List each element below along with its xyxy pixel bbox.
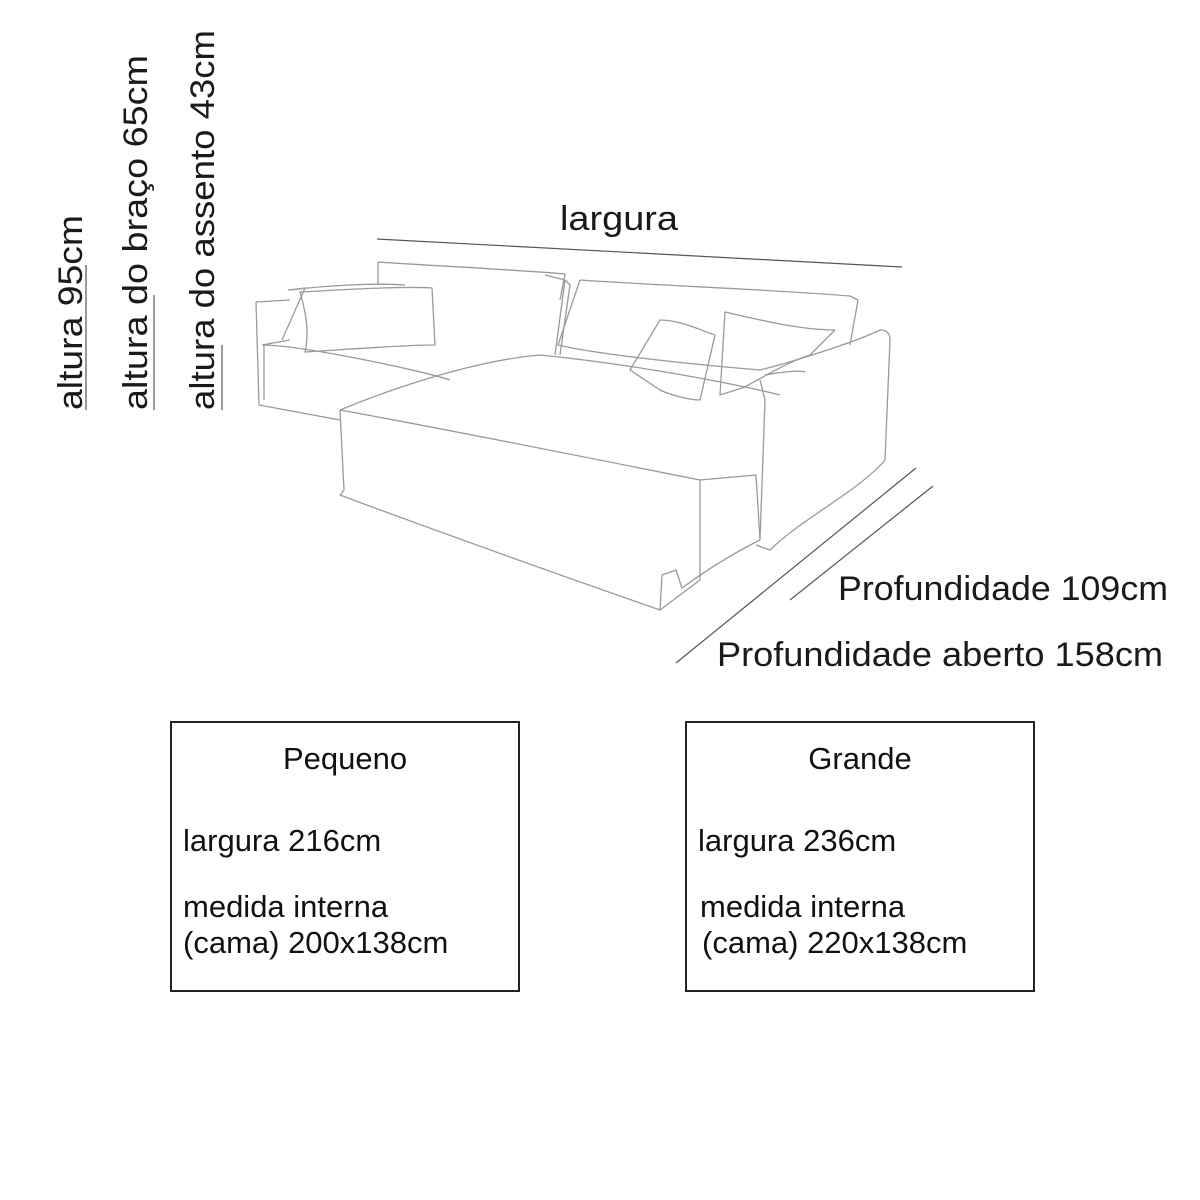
width-line: [376, 238, 903, 268]
size-inner-label: medida interna: [700, 889, 906, 924]
size-inner-value: (cama) 200x138cm: [183, 925, 449, 960]
height-arm-label: altura do braço 65cm: [117, 55, 155, 410]
sofa-dimension-diagram: altura 95cm altura do braço 65cm altura …: [52, 30, 1168, 674]
size-width: largura 236cm: [698, 823, 897, 858]
size-card-pequeno: Pequeno largura 216cm medida interna (ca…: [170, 721, 520, 992]
depth-closed-line: [789, 485, 934, 601]
size-width: largura 216cm: [183, 823, 382, 858]
sofa-sketch: [255, 261, 891, 611]
width-label: largura: [560, 200, 678, 238]
depth-open-label: Profundidade aberto 158cm: [717, 636, 1163, 674]
height-total-label: altura 95cm: [52, 215, 90, 410]
depth-closed-label: Profundidade 109cm: [838, 570, 1168, 608]
size-inner-label: medida interna: [183, 889, 389, 924]
size-title: Pequeno: [282, 741, 408, 776]
size-inner-value: (cama) 220x138cm: [702, 925, 968, 960]
size-card-grande: Grande largura 236cm medida interna (cam…: [685, 721, 1035, 992]
size-title: Grande: [808, 741, 912, 776]
depth-open-line: [675, 467, 917, 664]
height-seat-label: altura do assento 43cm: [184, 30, 222, 410]
